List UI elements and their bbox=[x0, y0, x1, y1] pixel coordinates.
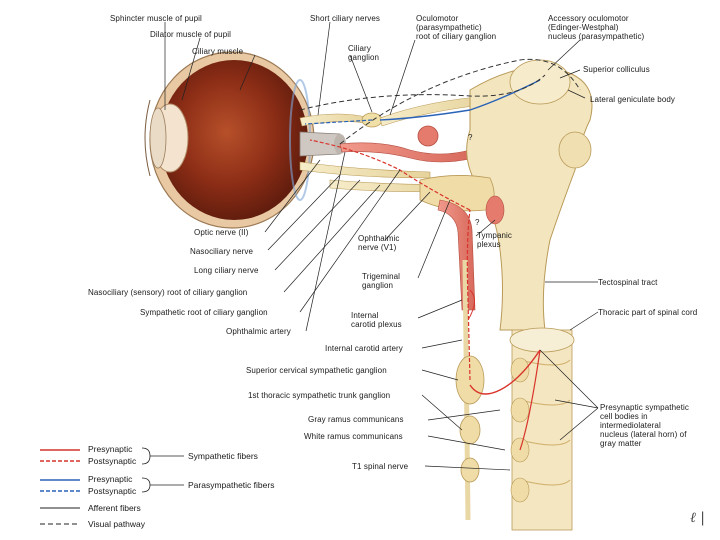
label-superior-cervical: Superior cervical sympathetic ganglion bbox=[246, 366, 387, 375]
ophthalmic-artery-shape bbox=[339, 125, 475, 163]
label-sphincter: Sphincter muscle of pupil bbox=[110, 14, 202, 23]
label-lateral-geniculate: Lateral geniculate body bbox=[590, 95, 676, 104]
label-nasociliary: Nasociliary nerve bbox=[190, 247, 254, 256]
legend-sym-post: Postsynaptic bbox=[88, 456, 137, 466]
label-trigeminal: Trigeminal ganglion bbox=[362, 272, 401, 290]
label-internal-carotid-artery: Internal carotid artery bbox=[325, 344, 403, 353]
label-ophthalmic-artery: Ophthalmic artery bbox=[226, 327, 291, 336]
signature-mark: ℓ | bbox=[690, 510, 705, 526]
legend-sym-title: Sympathetic fibers bbox=[188, 451, 258, 461]
leader-lines bbox=[164, 21, 599, 471]
internal-carotid bbox=[437, 195, 505, 321]
label-short-ciliary: Short ciliary nerves bbox=[310, 14, 381, 23]
label-nasociliary-root: Nasociliary (sensory) root of ciliary ga… bbox=[88, 288, 248, 297]
optic-nerve-shape bbox=[299, 131, 346, 157]
label-oculomotor: Oculomotor (parasympathetic) root of cil… bbox=[416, 14, 497, 41]
label-ciliary-muscle: Ciliary muscle bbox=[192, 47, 244, 56]
label-optic-nerve: Optic nerve (II) bbox=[194, 228, 249, 237]
label-long-ciliary: Long ciliary nerve bbox=[194, 266, 259, 275]
label-question-upper: ? bbox=[468, 133, 473, 142]
eyeball bbox=[144, 51, 315, 229]
legend-afferent: Afferent fibers bbox=[88, 503, 141, 513]
legend-para-post: Postsynaptic bbox=[88, 486, 137, 496]
label-gray-ramus: Gray ramus communicans bbox=[308, 415, 404, 424]
label-internal-carotid-plexus: Internal carotid plexus bbox=[351, 311, 402, 329]
label-sympathetic-root: Sympathetic root of ciliary ganglion bbox=[140, 308, 268, 317]
label-white-ramus: White ramus communicans bbox=[304, 432, 403, 441]
label-tympanic: Tympanic plexus bbox=[477, 231, 513, 249]
label-dilator: Dilator muscle of pupil bbox=[150, 30, 231, 39]
legend-sym-pre: Presynaptic bbox=[88, 444, 133, 454]
label-tectospinal: Tectospinal tract bbox=[598, 278, 658, 287]
legend-para-pre: Presynaptic bbox=[88, 474, 133, 484]
label-presynaptic-cells: Presynaptic sympathetic cell bodies in i… bbox=[600, 403, 690, 448]
label-accessory-oculomotor: Accessory oculomotor (Edinger-Westphal) … bbox=[548, 14, 645, 41]
label-ophthalmic-nerve: Ophthalmic nerve (V1) bbox=[358, 234, 400, 252]
brainstem bbox=[419, 59, 593, 331]
label-thoracic-spinal: Thoracic part of spinal cord bbox=[598, 308, 698, 317]
fiber-pathways bbox=[299, 58, 581, 451]
legend-swatches bbox=[40, 447, 184, 525]
label-t1-spinal: T1 spinal nerve bbox=[352, 462, 409, 471]
legend-para-title: Parasympathetic fibers bbox=[188, 480, 275, 490]
label-question-lower: ? bbox=[475, 218, 480, 227]
spinal-cord bbox=[509, 327, 575, 531]
label-first-thoracic: 1st thoracic sympathetic trunk ganglion bbox=[248, 391, 391, 400]
legend-visual: Visual pathway bbox=[88, 519, 146, 529]
ciliary-nerves bbox=[299, 95, 493, 192]
label-ciliary-ganglion: Ciliary ganglion bbox=[348, 44, 380, 62]
label-superior-colliculus: Superior colliculus bbox=[583, 65, 650, 74]
